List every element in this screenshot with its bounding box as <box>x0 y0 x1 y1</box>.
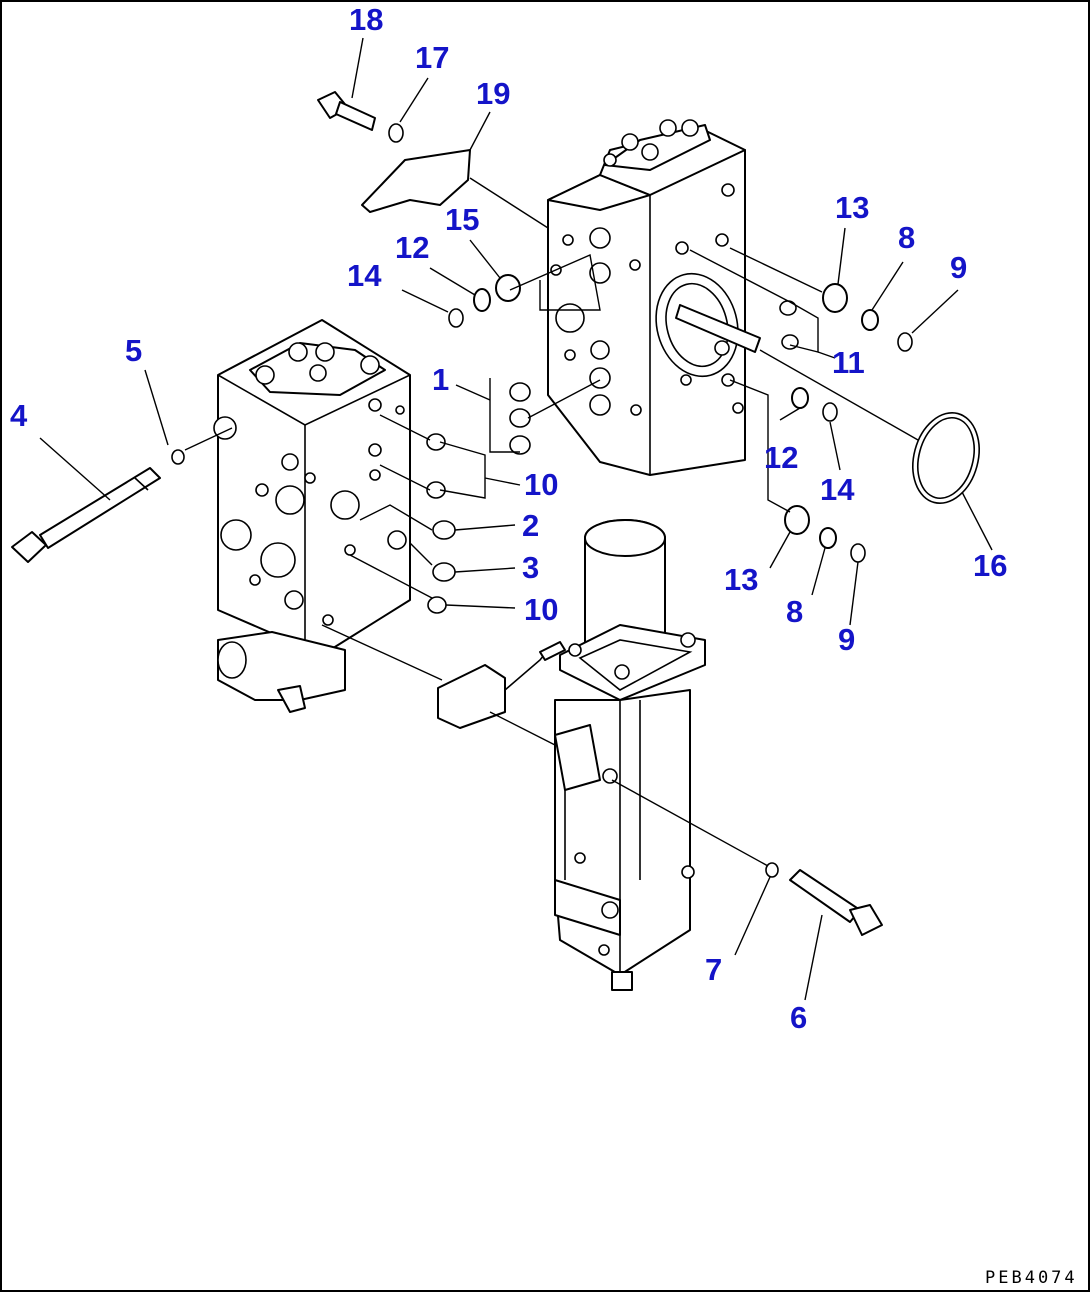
callout-1: 1 <box>432 362 449 397</box>
callout-12-lower: 12 <box>764 440 798 475</box>
callout-13-lower: 13 <box>724 562 758 597</box>
callout-10-upper: 10 <box>524 467 558 502</box>
ring-12-upper <box>473 288 491 312</box>
washer-5 <box>171 449 185 465</box>
long-bolt-6 <box>789 869 883 936</box>
oring-14-upper <box>448 308 464 328</box>
callout-15: 15 <box>445 202 479 237</box>
ring-8-lower <box>819 527 837 549</box>
callout-13-upper: 13 <box>835 190 869 225</box>
callout-14-upper: 14 <box>347 258 382 293</box>
callout-5: 5 <box>125 333 142 368</box>
callout-17: 17 <box>415 40 449 75</box>
rear-valve-block <box>547 119 761 476</box>
oring-9-lower <box>850 543 866 563</box>
plug-15 <box>495 274 521 302</box>
callout-10-lower: 10 <box>524 592 558 627</box>
callout-2: 2 <box>522 508 539 543</box>
drawing-code: PEB4074 <box>985 1268 1078 1288</box>
callout-9-lower: 9 <box>838 622 855 657</box>
callout-3: 3 <box>522 550 539 585</box>
long-bolt-4 <box>11 467 161 563</box>
callout-18: 18 <box>349 2 383 37</box>
oring-9-upper <box>897 332 913 352</box>
bolt-18 <box>317 91 376 131</box>
ring-8-upper <box>861 309 879 331</box>
callout-19: 19 <box>476 76 510 111</box>
electrical-connector <box>437 641 566 729</box>
leader-lines <box>39 37 993 1001</box>
callout-8-upper: 8 <box>898 220 915 255</box>
orings-left-group <box>426 300 799 614</box>
callout-12-upper: 12 <box>395 230 429 265</box>
washer-7 <box>765 862 779 878</box>
callout-6: 6 <box>790 1000 807 1035</box>
washer-17 <box>388 123 404 143</box>
callout-14-lower: 14 <box>820 472 855 507</box>
callout-16: 16 <box>973 548 1007 583</box>
actuator-unit <box>554 519 706 991</box>
callout-9-upper: 9 <box>950 250 967 285</box>
plug-13-upper <box>822 283 848 313</box>
ring-12-lower <box>791 387 809 409</box>
callout-11: 11 <box>832 345 865 380</box>
callout-4: 4 <box>10 398 28 433</box>
oring-14-lower <box>822 402 838 422</box>
plug-13-lower <box>784 505 810 535</box>
bracket-19 <box>361 149 471 213</box>
front-valve-block <box>213 319 411 713</box>
callout-8-lower: 8 <box>786 594 803 629</box>
callout-7: 7 <box>705 952 722 987</box>
callout-labels: 18 17 19 15 12 14 13 8 9 11 5 4 1 10 2 3… <box>10 2 1007 1035</box>
